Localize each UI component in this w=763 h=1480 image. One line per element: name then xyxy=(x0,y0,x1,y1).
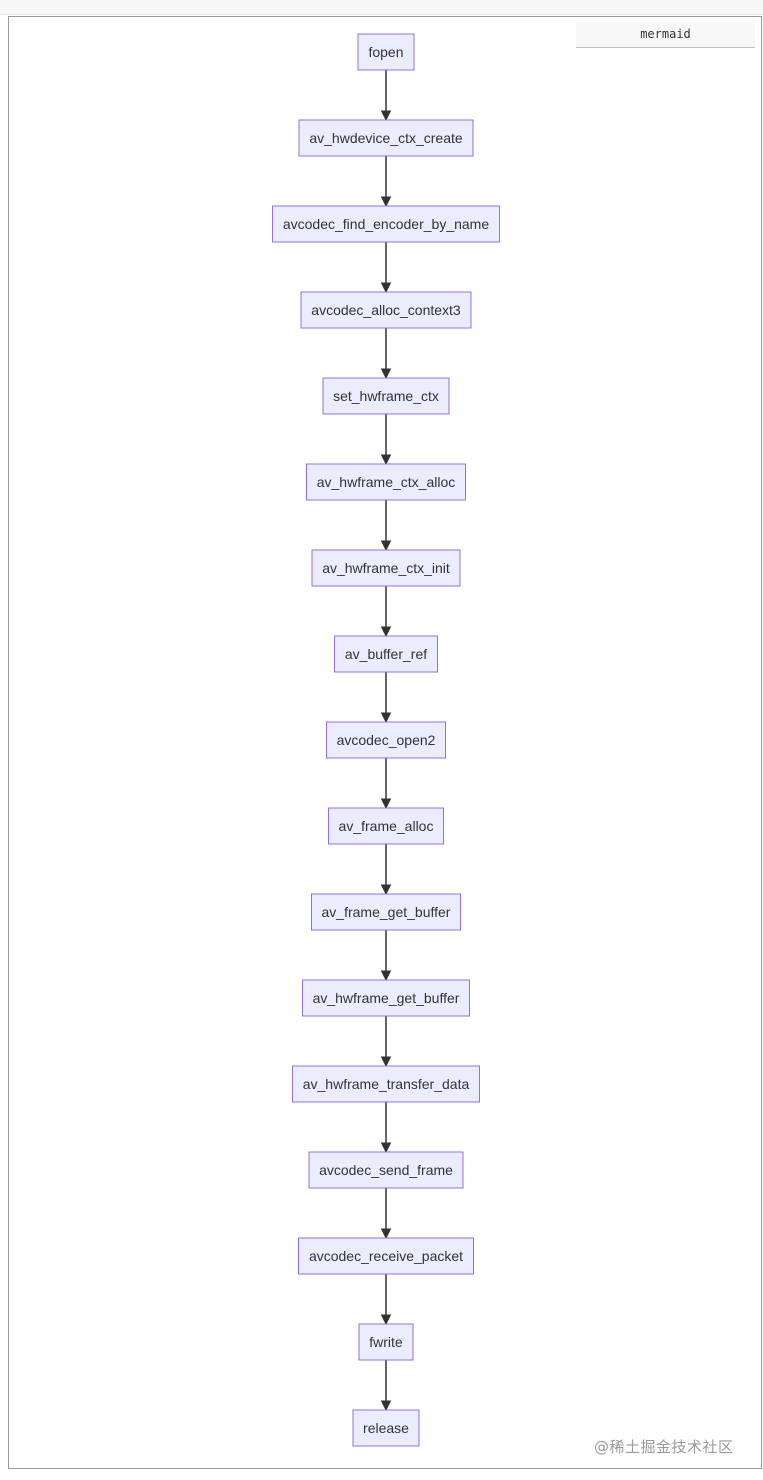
flow-node-box xyxy=(302,979,470,1017)
flow-node-box xyxy=(358,1323,414,1361)
flow-node-label: fopen xyxy=(368,44,403,60)
flow-node-label: avcodec_receive_packet xyxy=(309,1248,463,1264)
flow-node-label: fwrite xyxy=(369,1334,403,1350)
flow-node-label: av_hwframe_ctx_alloc xyxy=(317,474,456,490)
flow-node: avcodec_alloc_context3 xyxy=(300,291,472,329)
flow-node-label: av_hwdevice_ctx_create xyxy=(309,130,463,146)
flow-node-box xyxy=(322,377,450,415)
flow-node-box xyxy=(298,119,474,157)
flow-node: avcodec_receive_packet xyxy=(298,1237,474,1275)
flow-node: av_buffer_ref xyxy=(334,635,438,673)
flow-node-box xyxy=(311,893,461,931)
flow-node-box xyxy=(306,463,466,501)
flow-node: avcodec_open2 xyxy=(326,721,446,759)
flow-node: av_frame_alloc xyxy=(328,807,444,845)
flow-node-box xyxy=(300,291,472,329)
flow-node-label: avcodec_find_encoder_by_name xyxy=(283,216,489,232)
flow-node-box xyxy=(298,1237,474,1275)
flow-node: av_frame_get_buffer xyxy=(311,893,461,931)
flow-node: set_hwframe_ctx xyxy=(322,377,450,415)
flow-node-label: avcodec_open2 xyxy=(337,732,436,748)
flow-node: av_hwframe_get_buffer xyxy=(302,979,470,1017)
flow-node-box xyxy=(326,721,446,759)
flow-node-label: release xyxy=(363,1420,409,1436)
flow-node: av_hwframe_transfer_data xyxy=(292,1065,480,1103)
code-language-label: mermaid xyxy=(576,22,755,48)
flow-node-box xyxy=(311,549,461,587)
flow-node-label: avcodec_alloc_context3 xyxy=(311,302,461,318)
flow-node-label: av_frame_alloc xyxy=(339,818,434,834)
flow-node-label: av_frame_get_buffer xyxy=(322,904,451,920)
flow-node: release xyxy=(352,1409,420,1447)
flow-node-box xyxy=(357,33,415,71)
flow-node-label: av_hwframe_ctx_init xyxy=(322,560,450,576)
flow-node-label: av_hwframe_transfer_data xyxy=(303,1076,470,1092)
flow-node-box xyxy=(334,635,438,673)
flow-node: av_hwframe_ctx_init xyxy=(311,549,461,587)
flow-node: avcodec_find_encoder_by_name xyxy=(272,205,500,243)
flow-node: av_hwframe_ctx_alloc xyxy=(306,463,466,501)
watermark-text: @稀土掘金技术社区 xyxy=(594,1438,734,1456)
flow-node-box xyxy=(292,1065,480,1103)
flow-node-box xyxy=(272,205,500,243)
flow-node-label: set_hwframe_ctx xyxy=(333,388,439,404)
flow-node: fwrite xyxy=(358,1323,414,1361)
flow-node-label: av_hwframe_get_buffer xyxy=(313,990,460,1006)
flow-node-box xyxy=(352,1409,420,1447)
flow-node: av_hwdevice_ctx_create xyxy=(298,119,474,157)
flow-node-label: av_buffer_ref xyxy=(345,646,427,662)
flow-node-box xyxy=(308,1151,464,1189)
editor-top-strip xyxy=(0,0,763,15)
flow-node: avcodec_send_frame xyxy=(308,1151,464,1189)
flow-node-box xyxy=(328,807,444,845)
flow-node-label: avcodec_send_frame xyxy=(319,1162,453,1178)
flow-node: fopen xyxy=(357,33,415,71)
